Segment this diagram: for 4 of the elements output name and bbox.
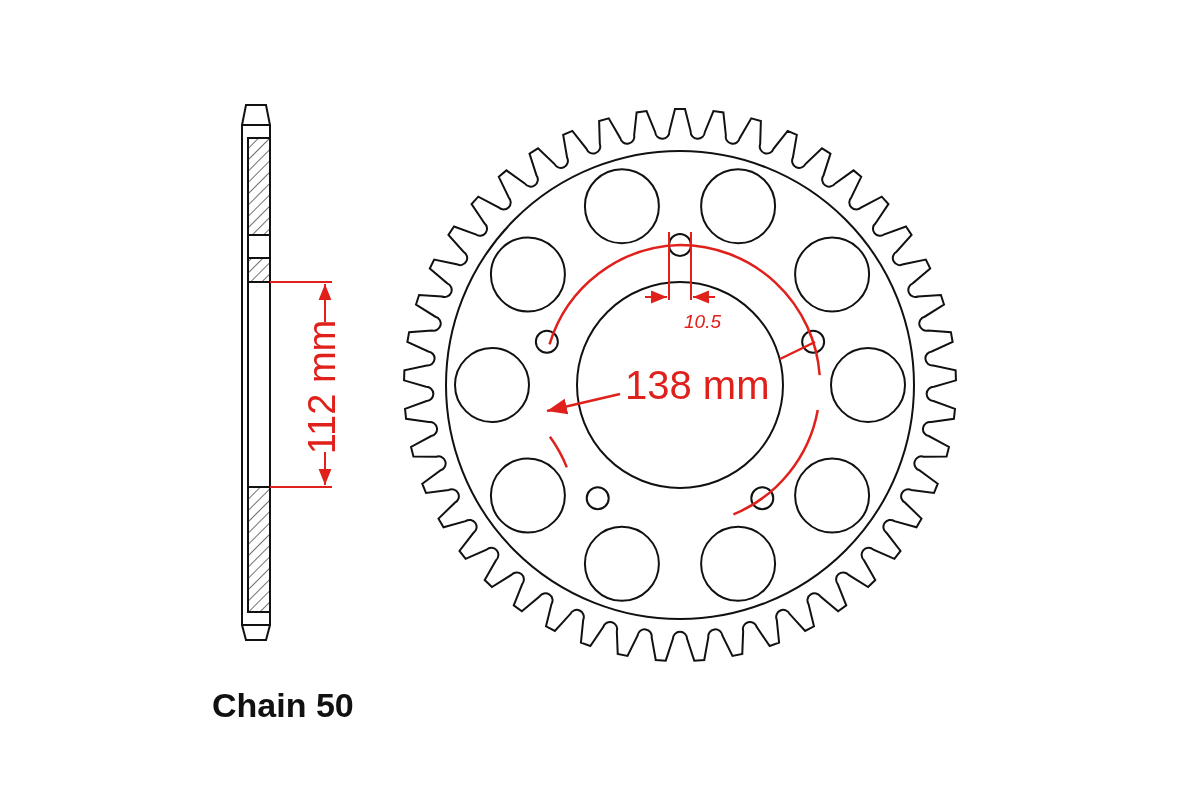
- dimension-label: Chain 50: [212, 688, 354, 722]
- dimension-label: 112 mm: [303, 319, 342, 455]
- dimension-label: 138 mm: [625, 365, 770, 405]
- dimension-label: 10.5: [684, 312, 721, 331]
